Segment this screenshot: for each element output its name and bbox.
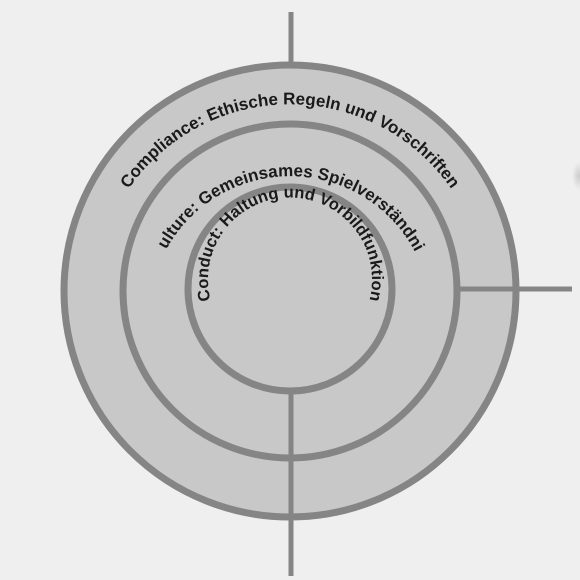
edge-shadow-mark xyxy=(572,162,580,190)
inner-ring-conduct xyxy=(184,183,396,395)
